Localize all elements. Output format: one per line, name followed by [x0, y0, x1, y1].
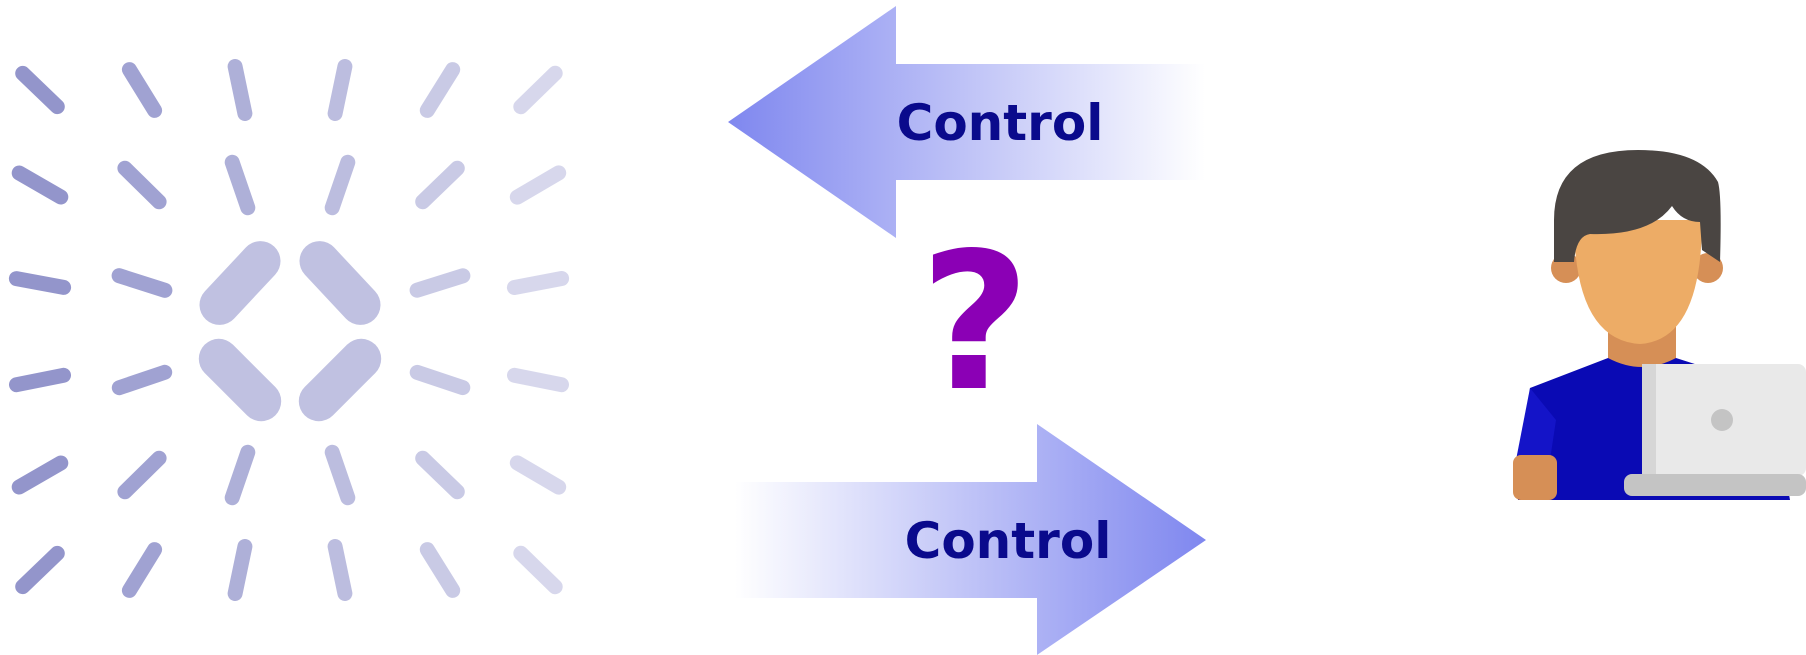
vector-field-icon	[8, 59, 570, 601]
field-stroke	[299, 241, 381, 325]
field-stroke	[324, 154, 356, 216]
top-arrow-label: Control	[897, 94, 1104, 152]
field-stroke	[15, 65, 65, 115]
question-mark: ?	[920, 212, 1030, 433]
field-stroke	[509, 165, 567, 205]
field-stroke	[415, 160, 465, 210]
field-stroke	[507, 367, 569, 393]
field-stroke	[111, 268, 173, 298]
field-stroke	[513, 545, 563, 595]
field-stroke	[415, 450, 465, 500]
field-stroke	[513, 65, 563, 115]
field-stroke	[506, 271, 570, 295]
left-arrow-shape	[728, 6, 1205, 238]
field-stroke	[409, 364, 471, 396]
field-stroke	[227, 539, 253, 601]
field-stroke	[15, 545, 65, 595]
field-stroke	[419, 542, 461, 598]
top-control-arrow: Control	[728, 6, 1205, 238]
field-stroke	[9, 367, 71, 393]
field-stroke	[324, 444, 356, 506]
field-stroke	[419, 62, 461, 118]
field-stroke	[117, 450, 167, 500]
field-stroke	[224, 444, 256, 506]
field-stroke	[117, 160, 167, 210]
bottom-control-arrow: Control	[735, 424, 1206, 655]
right-arrow-shape	[735, 424, 1206, 655]
field-stroke	[8, 271, 72, 295]
field-stroke	[509, 455, 567, 495]
bottom-arrow-label: Control	[905, 512, 1112, 570]
field-stroke	[121, 62, 163, 118]
field-stroke	[327, 539, 353, 601]
field-stroke	[227, 59, 253, 121]
field-stroke	[327, 59, 353, 121]
field-stroke	[11, 455, 69, 495]
field-stroke	[121, 542, 163, 598]
field-stroke	[409, 268, 471, 298]
field-stroke	[199, 241, 281, 325]
field-stroke	[11, 165, 69, 205]
field-stroke	[111, 364, 173, 396]
field-stroke	[298, 338, 382, 422]
field-stroke	[198, 338, 282, 422]
person-at-laptop-icon	[1513, 150, 1806, 500]
field-stroke	[224, 154, 256, 216]
